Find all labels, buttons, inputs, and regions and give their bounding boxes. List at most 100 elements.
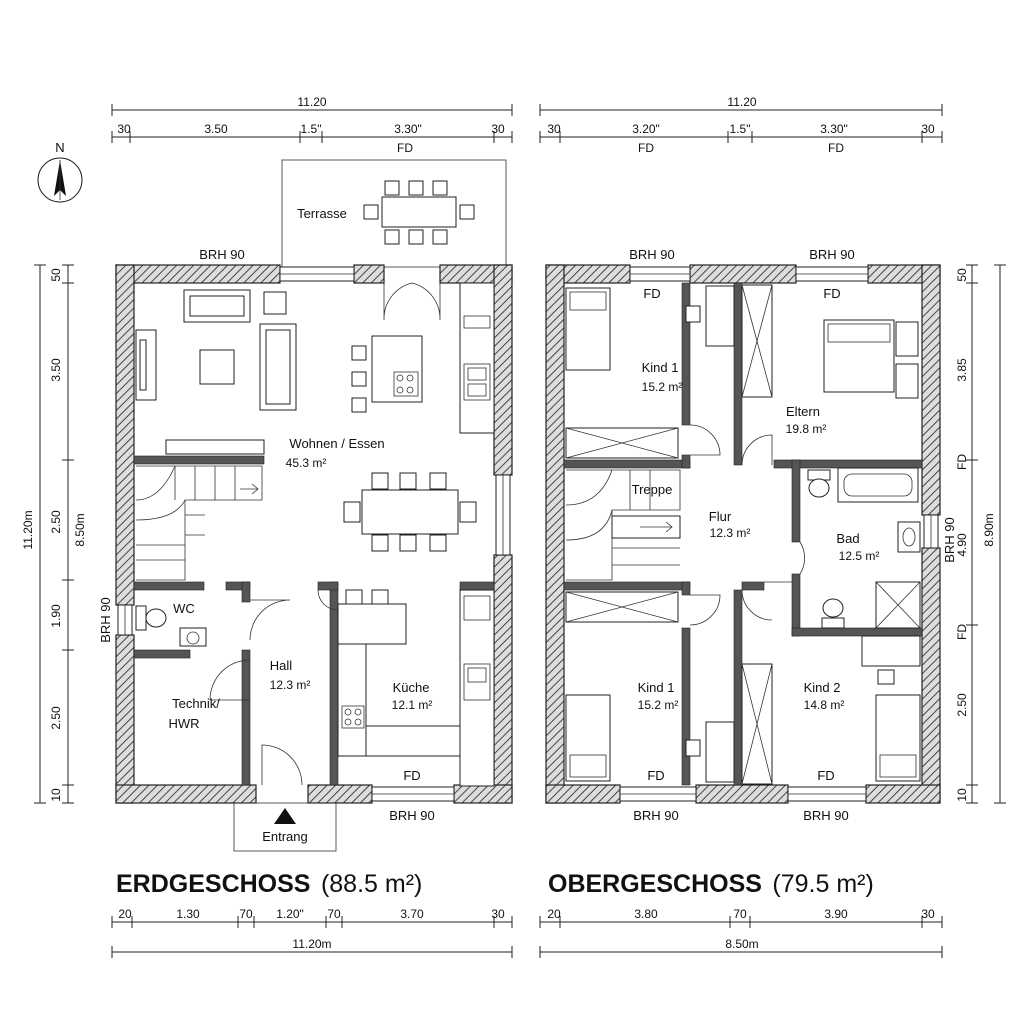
gf-dimensions-top: 11.20 30 3.50 1.5" 3.30" 30 FD	[111, 95, 513, 155]
bed-icon	[565, 287, 921, 782]
gf-brh-left: BRH 90	[98, 597, 113, 643]
sofa-icon	[183, 289, 297, 411]
uf-dim-top-0: 30	[547, 122, 561, 136]
uf-dimensions-top: 11.20 30 3.20" 1.5" 3.30" 30 FD FD	[539, 95, 943, 155]
room-flur-name: Flur	[709, 509, 732, 524]
gf-terrace: Terrasse	[281, 159, 507, 268]
north-label: N	[55, 140, 64, 155]
uf-title: OBERGESCHOSS (79.5 m²)	[548, 870, 874, 898]
entrance-arrow-icon	[274, 808, 296, 824]
room-technik-name: Technik/	[172, 696, 220, 711]
gf-entrance: Entrang	[233, 802, 337, 852]
gf-dim-top-1: 3.50	[204, 122, 228, 136]
gf-windows	[117, 266, 511, 802]
kitchen-counter-icon	[337, 589, 495, 787]
uf-fd-kind1-bottom: FD	[647, 768, 664, 783]
sideboard-icon	[165, 439, 265, 455]
room-hall-name: Hall	[270, 658, 293, 673]
gf-dim-left-0: 50	[49, 268, 63, 282]
gf-title-area: (88.5 m²)	[321, 870, 422, 898]
uf-doors	[689, 424, 806, 626]
uf-fd-eltern: FD	[823, 286, 840, 301]
uf-brh-top-left: BRH 90	[629, 247, 675, 262]
room-eltern-name: Eltern	[786, 404, 820, 419]
room-eltern-area: 19.8 m²	[786, 422, 827, 436]
gf-dim-top-3: 3.30"	[394, 122, 422, 136]
gf-labels: BRH 90 BRH 90 BRH 90 FD Wohnen / Essen 4…	[98, 247, 435, 823]
tv-icon	[135, 329, 157, 401]
uf-walls	[545, 264, 941, 804]
uf-toilet-icon	[807, 469, 845, 629]
gf-furniture	[135, 282, 495, 787]
wc-toilet-icon	[135, 605, 207, 647]
gf-dim-top-total: 11.20	[297, 95, 326, 109]
uf-fd-kind2: FD	[817, 768, 834, 783]
uf-title-area: (79.5 m²)	[772, 870, 873, 898]
uf-dimensions-bottom: 20 3.80 70 3.90 30 8.50m	[539, 907, 943, 958]
uf-dim-top-3: 3.30"	[820, 122, 848, 136]
gf-dim-left-total2: 8.50m	[73, 513, 87, 546]
gf-brh-bottom: BRH 90	[389, 808, 435, 823]
uf-dim-right-total: 8.90m	[982, 513, 996, 546]
uf-stairs-icon	[565, 469, 681, 581]
gf-doors	[209, 282, 441, 786]
terrace-dining-table-icon	[363, 180, 475, 245]
room-hall-area: 12.3 m²	[270, 678, 311, 692]
uf-dim-bottom-3: 3.90	[824, 907, 848, 921]
uf-dim-right-6: 10	[955, 788, 969, 802]
gf-dim-left-4: 2.50	[49, 706, 63, 730]
room-wc-name: WC	[173, 601, 195, 616]
entrance-label: Entrang	[262, 829, 308, 844]
uf-title-name: OBERGESCHOSS	[548, 870, 762, 898]
uf-dim-top-1: 3.20"	[632, 122, 660, 136]
room-bad-name: Bad	[836, 531, 859, 546]
uf-fd-kind1-top: FD	[643, 286, 660, 301]
room-kind1-top-area: 15.2 m²	[642, 380, 683, 394]
gf-dimensions-bottom: 20 1.30 70 1.20" 70 3.70 30 11.20m	[111, 907, 513, 958]
wardrobe-icon	[565, 284, 773, 785]
uf-dim-right-3: 4.90	[955, 533, 969, 557]
uf-labels: BRH 90 BRH 90 BRH 90 BRH 90 BRH 90 FD FD…	[629, 247, 957, 823]
uf-dim-bottom-1: 3.80	[634, 907, 658, 921]
gf-dim-left-1: 3.50	[49, 358, 63, 382]
uf-dim-top-note-1: FD	[828, 141, 844, 155]
gf-dim-top-4: 30	[491, 122, 505, 136]
gf-dim-left-total: 11.20m	[21, 510, 35, 549]
uf-dim-top-note-0: FD	[638, 141, 654, 155]
room-kind1-top-name: Kind 1	[642, 360, 679, 375]
shower-icon	[875, 581, 921, 629]
gf-walls	[115, 264, 513, 804]
gf-dim-left-2: 2.50	[49, 510, 63, 534]
gf-dim-bottom-3: 1.20"	[276, 907, 304, 921]
gf-dim-bottom-0: 20	[118, 907, 132, 921]
north-arrow-icon: N	[37, 140, 83, 203]
uf-dim-bottom-0: 20	[547, 907, 561, 921]
room-kitchen-name: Küche	[393, 680, 430, 695]
gf-dim-top-note: FD	[397, 141, 413, 155]
sink-icon	[897, 521, 921, 553]
room-kind1-bottom-area: 15.2 m²	[638, 698, 679, 712]
uf-brh-bottom-right: BRH 90	[803, 808, 849, 823]
uf-dim-bottom-total: 8.50m	[725, 937, 758, 951]
uf-dim-top-total: 11.20	[727, 95, 756, 109]
gf-dim-bottom-total: 11.20m	[292, 937, 331, 951]
room-flur-area: 12.3 m²	[710, 526, 751, 540]
gf-dim-bottom-1: 1.30	[176, 907, 200, 921]
kitchen-island-icon	[351, 335, 423, 413]
room-bad-area: 12.5 m²	[839, 549, 880, 563]
uf-dim-bottom-4: 30	[921, 907, 935, 921]
gf-title-name: ERDGESCHOSS	[116, 870, 310, 898]
room-kitchen-area: 12.1 m²	[392, 698, 433, 712]
gf-dim-top-0: 30	[117, 122, 131, 136]
room-kind2-name: Kind 2	[804, 680, 841, 695]
room-living-name: Wohnen / Essen	[289, 436, 384, 451]
uf-dimensions-right: 50 3.85 FD 4.90 FD 2.50 10 8.90m	[955, 264, 1006, 804]
stairs-icon	[135, 465, 263, 581]
gf-dimensions-left: 50 3.50 2.50 1.90 2.50 10 11.20m 8.50m	[21, 264, 87, 804]
uf-dim-bottom-2: 70	[733, 907, 747, 921]
uf-dim-top-2: 1.5"	[730, 122, 751, 136]
gf-dim-bottom-5: 3.70	[400, 907, 424, 921]
uf-dim-right-0: 50	[955, 268, 969, 282]
room-living-area: 45.3 m²	[286, 456, 327, 470]
uf-dim-right-2: FD	[955, 454, 969, 470]
